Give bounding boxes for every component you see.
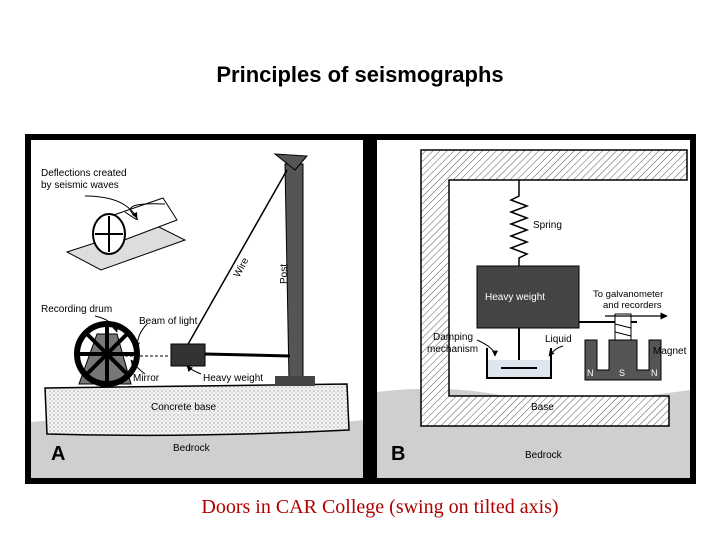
- panel-a: Deflections created by seismic waves Rec…: [31, 140, 363, 478]
- label-base: Base: [531, 402, 554, 413]
- label-post: Post: [279, 264, 290, 284]
- panel-b-letter: B: [391, 443, 405, 465]
- label-magnet: Magnet: [653, 346, 687, 357]
- label-beam-of-light: Beam of light: [139, 316, 198, 327]
- panel-a-letter: A: [51, 443, 65, 465]
- panel-b: Spring Heavy weight To galvanometer and …: [377, 140, 690, 478]
- label-bedrock-a: Bedrock: [173, 443, 211, 454]
- label-spring: Spring: [533, 220, 562, 231]
- label-mirror: Mirror: [133, 373, 160, 384]
- heavy-weight-b: [476, 265, 580, 329]
- label-deflections-line2: by seismic waves: [41, 180, 119, 191]
- label-damping-line2: mechanism: [427, 344, 478, 355]
- label-galvanometer-line2: and recorders: [603, 300, 662, 311]
- heavy-weight-a: [170, 343, 206, 367]
- page-title: Principles of seismographs: [216, 62, 504, 87]
- label-galvanometer-line1: To galvanometer: [593, 289, 663, 300]
- label-heavy-weight-b: Heavy weight: [485, 292, 545, 303]
- magnet: [584, 339, 662, 381]
- label-concrete-base: Concrete base: [151, 402, 216, 413]
- recording-drum-wheel: [74, 321, 140, 387]
- label-pole-s: S: [619, 368, 625, 378]
- wire: [186, 169, 288, 347]
- label-recording-drum: Recording drum: [41, 304, 112, 315]
- damping-tank: [486, 348, 552, 379]
- recording-drum-inset: [65, 197, 187, 271]
- concrete-base: [44, 383, 350, 437]
- label-pole-n1: N: [587, 368, 594, 378]
- seismograph-figure: Deflections created by seismic waves Rec…: [25, 134, 696, 484]
- label-damping-line1: Damping: [433, 332, 473, 343]
- label-heavy-weight-a: Heavy weight: [203, 373, 263, 384]
- label-deflections-line1: Deflections created: [41, 168, 127, 179]
- label-bedrock-b: Bedrock: [525, 450, 563, 461]
- label-pole-n2: N: [651, 368, 658, 378]
- support-frame: [420, 149, 688, 427]
- caption: Doors in CAR College (swing on tilted ax…: [201, 496, 559, 518]
- spring: [508, 180, 530, 266]
- label-liquid: Liquid: [545, 334, 572, 345]
